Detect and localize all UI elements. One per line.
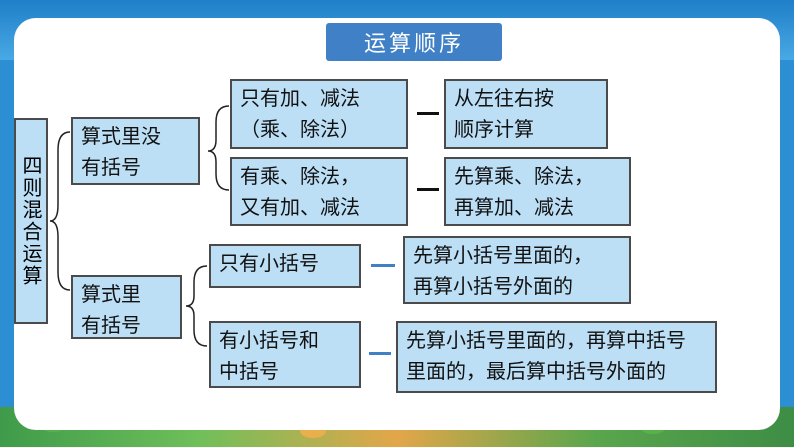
condition-mixed-operations: 有乘、除法， 又有加、减法	[230, 157, 408, 226]
root-node: 四则混合运算	[14, 118, 48, 324]
condition-parentheses-and-brackets: 有小括号和 中括号	[209, 321, 361, 388]
rule-left-to-right: 从左往右按 顺序计算	[444, 79, 608, 149]
rule-multiply-first: 先算乘、除法， 再算加、减法	[444, 157, 631, 226]
rule-parentheses: 先算小括号里面的， 再算小括号外面的	[403, 236, 631, 304]
condition-parentheses-only: 只有小括号	[209, 244, 361, 288]
rule-brackets: 先算小括号里面的，再算中括号 里面的，最后算中括号外面的	[396, 321, 717, 393]
branch-no-brackets: 算式里没 有括号	[71, 117, 200, 185]
page-title: 运算顺序	[326, 23, 502, 61]
connector-dash	[417, 112, 439, 115]
branch-with-brackets: 算式里 有括号	[71, 275, 182, 339]
condition-add-subtract-only: 只有加、减法 （乘、除法）	[230, 79, 408, 149]
connector-dash	[371, 264, 395, 267]
connector-dash	[417, 188, 439, 191]
connector-dash	[369, 352, 391, 355]
